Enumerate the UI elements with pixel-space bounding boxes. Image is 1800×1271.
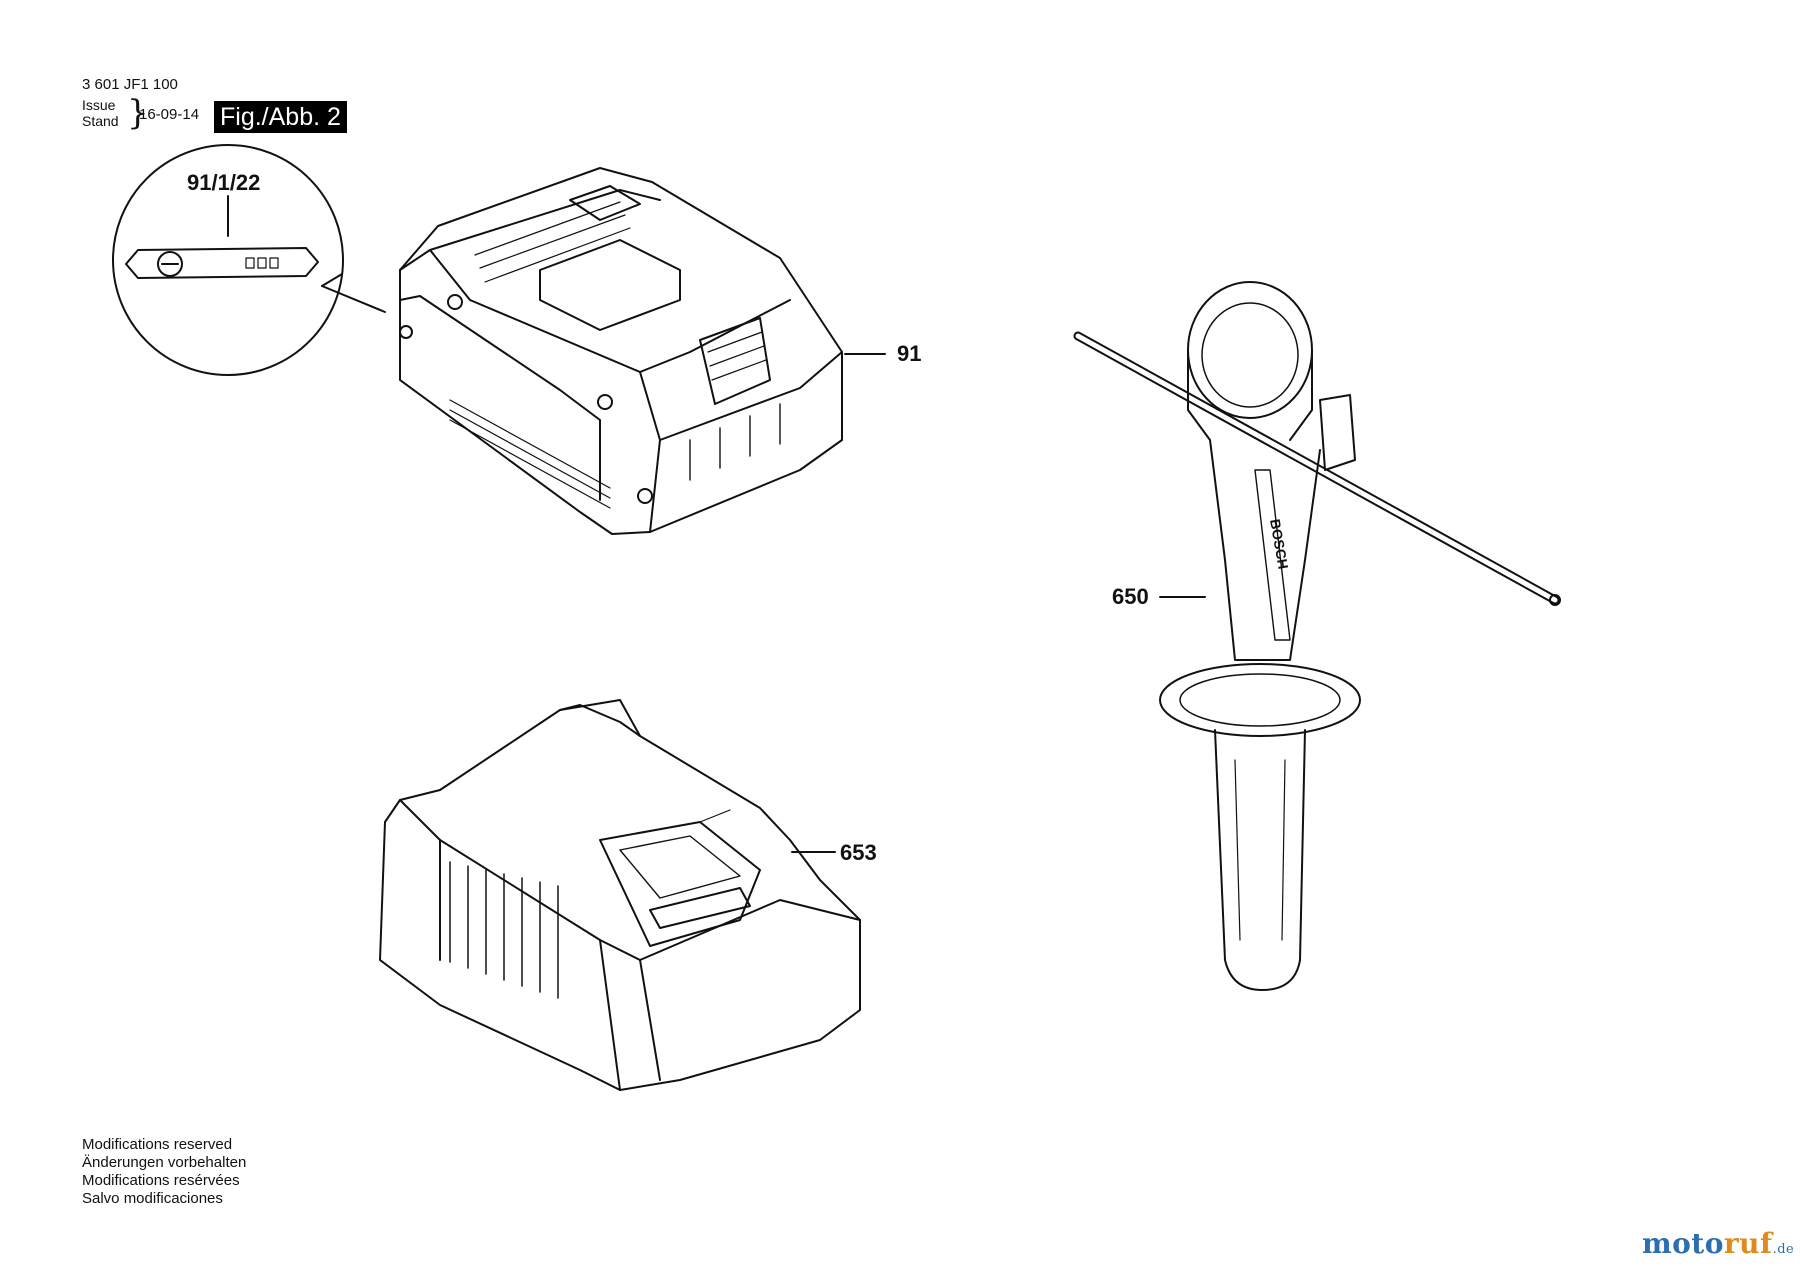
depth-rod-inner — [1075, 333, 1558, 603]
battery-pack-drawing — [399, 167, 886, 535]
callout-battery: 91 — [897, 341, 922, 366]
issue-stand-labels: Issue Stand — [82, 97, 119, 129]
plate-hole — [157, 251, 183, 277]
stand-label: Stand — [82, 113, 119, 129]
part-number: 3 601 JF1 100 — [82, 76, 178, 93]
charger-outline — [379, 704, 861, 1091]
issue-date: 16-09-14 — [139, 106, 200, 123]
battery-latch — [539, 239, 681, 331]
issue-label: Issue — [82, 97, 116, 113]
detail-magnifier — [112, 144, 386, 376]
handle-brand-text: BOSCH — [1267, 518, 1292, 571]
plate-char-2 — [257, 257, 267, 269]
battery-outline — [399, 167, 843, 535]
detail-pointer-1 — [321, 285, 386, 313]
handle-guard-ring — [1159, 663, 1361, 737]
mod-line-en: Modifications reserved — [82, 1136, 233, 1153]
charger-vents — [449, 861, 559, 999]
handle-grip-top — [1209, 439, 1321, 661]
modifications-note: Modifications reserved Änderungen vorbeh… — [82, 1136, 246, 1208]
detail-circle — [112, 144, 344, 376]
mod-line-fr: Modifications resérvées — [82, 1172, 240, 1189]
mod-line-de: Änderungen vorbehalten — [82, 1154, 247, 1171]
handle-grip-bottom — [1214, 729, 1306, 991]
watermark-accent: ruf — [1723, 1227, 1773, 1260]
callout-charger: 653 — [840, 840, 877, 865]
handle-knob — [1319, 394, 1356, 471]
plate-char-3 — [269, 257, 279, 269]
battery-release-button — [699, 317, 771, 405]
charger-drawing — [379, 699, 861, 1091]
watermark-logo: motoruf.de — [1642, 1227, 1794, 1260]
figure-label: Fig./Abb. 2 — [214, 101, 347, 133]
charger-bay — [599, 821, 761, 947]
side-handle-drawing — [1073, 281, 1561, 991]
detail-pointer-2 — [321, 273, 343, 287]
callout-handle: 650 — [1112, 584, 1149, 609]
mod-line-es: Salvo modificaciones — [82, 1190, 223, 1207]
watermark-tld: .de — [1772, 1242, 1795, 1257]
label-plate — [125, 247, 319, 279]
plate-char-1 — [245, 257, 255, 269]
callout-detail: 91/1/22 — [187, 170, 261, 195]
brace-glyph: } — [127, 93, 149, 133]
watermark-main: moto — [1642, 1227, 1724, 1260]
charger-led-strip — [649, 887, 751, 929]
